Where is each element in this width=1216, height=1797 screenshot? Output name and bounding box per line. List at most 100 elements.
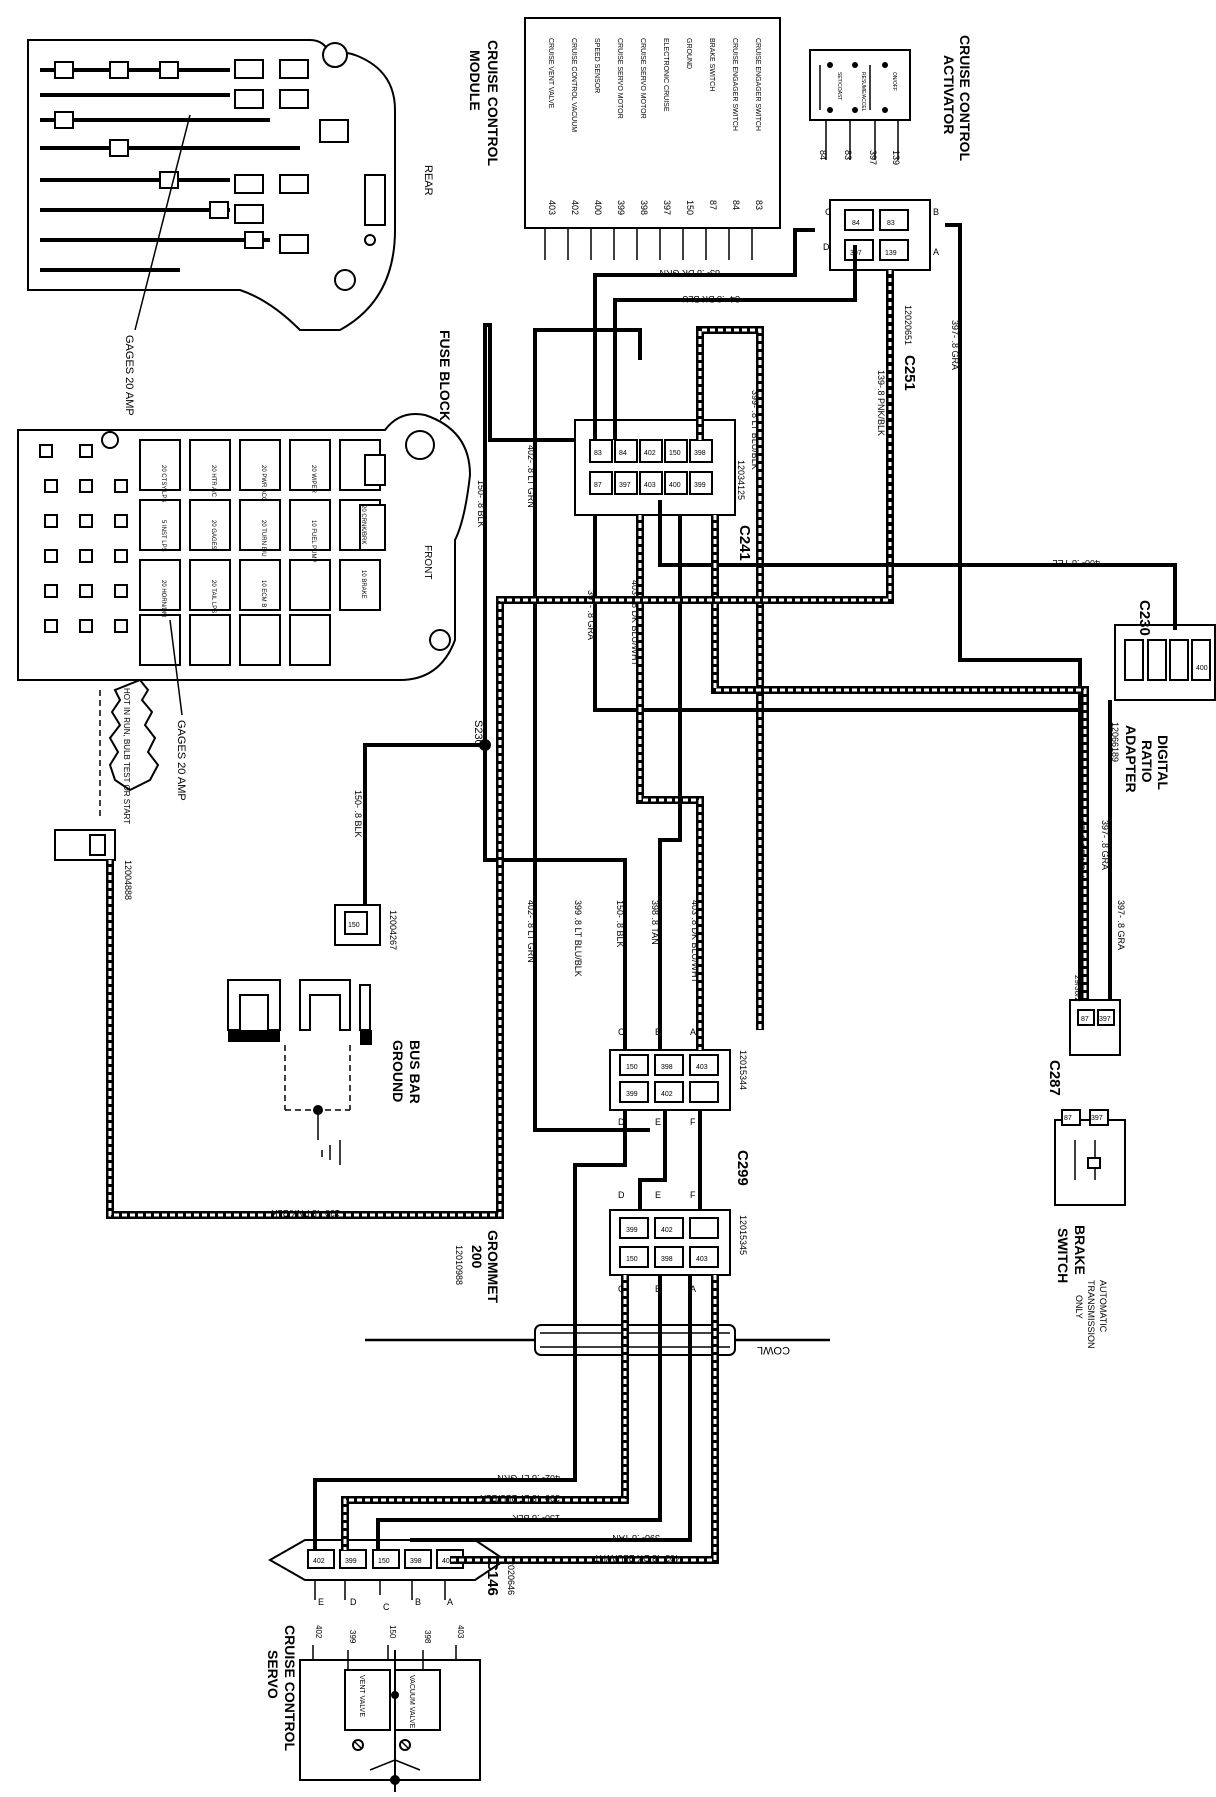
c241-cavity: 400 [669, 482, 681, 489]
wire-label: 397- .8 GRA [1116, 900, 1126, 950]
fuse-label: 10 ECM B [260, 580, 266, 607]
c251-cavity: 84 [852, 220, 860, 227]
c299-upper-part: 12015344 [738, 1050, 748, 1090]
wire-label: 402- .8 LT GRN [526, 900, 536, 963]
c251-name: C251 [901, 355, 918, 391]
brake-switch-line1: BRAKE [1072, 1225, 1088, 1275]
c146-cavity: 398 [410, 1558, 422, 1565]
brake-switch: 87 397 BRAKE SWITCH AUTOMATIC TRANSMISSI… [1054, 1109, 1126, 1349]
c146-pin: A [447, 1597, 453, 1607]
c241-cavity: 84 [619, 450, 627, 457]
fuse-label: 20 TURN B/U [260, 520, 266, 557]
wire-label: 402- .8 LT GRN [526, 445, 536, 508]
rear-fuse-rows [40, 42, 386, 291]
ground-connector: 150 12004267 [334, 904, 398, 950]
c299-pin: E [655, 1117, 661, 1127]
module-pin-function: ELECTRONIC CRUISE [662, 38, 669, 112]
wire-label: 139- .8 PNK/BLK [271, 1208, 340, 1218]
wire-label: 403- .8 DK BLU/WHT [630, 580, 640, 667]
wire-label: 399 .8 LT BLU/BLK [573, 900, 583, 977]
module-pin-circuit: 84 [731, 200, 741, 210]
activator-switch-label: SET/COAST [836, 72, 842, 100]
c146-pin: E [318, 1597, 324, 1607]
c299-pin: C [618, 1027, 625, 1037]
fuse-label: 20 GAGES [210, 520, 216, 550]
c251-pin: C [825, 207, 832, 217]
cowl-label: COWL [757, 1344, 790, 1356]
c299-cavity: 403 [696, 1064, 708, 1071]
servo-title-line1: CRUISE CONTROL [282, 1625, 298, 1751]
fuse-label: 5 INST LPS [160, 520, 166, 552]
c146-cavity: 402 [313, 1558, 325, 1565]
wire-label: 402- .8 LT GRN [497, 1473, 560, 1483]
c299-cavity: 402 [661, 1091, 673, 1098]
wire-label: 150- .8 BLK [615, 900, 625, 948]
grommet-part: 12010988 [454, 1245, 464, 1285]
fuse-label: 10 BRAKE [360, 570, 366, 599]
fuse-label: 20 CRNK/BRK [360, 505, 366, 544]
c299-cavity: 150 [626, 1064, 638, 1071]
splice-s230 [479, 739, 491, 751]
c241-name: C241 [736, 525, 753, 561]
connector-left-part: 12004888 [123, 860, 133, 900]
fuse-label: 20 WIPER [310, 465, 316, 494]
c230-name: C230 [1136, 600, 1153, 636]
activator-pin: 139 [891, 150, 901, 165]
wire-label: 398 .8 TAN [650, 900, 660, 945]
c241-cavity: 83 [594, 450, 602, 457]
brake-switch-cavity: 397 [1091, 1115, 1103, 1122]
c241-cavity: 87 [594, 482, 602, 489]
bus-bar-line2: GROUND [390, 1040, 406, 1102]
c299-cavity: 399 [626, 1091, 638, 1098]
c241-cavity: 399 [694, 482, 706, 489]
splice-s230-label: S230 [472, 720, 484, 746]
grommet-line1: GROMMET [485, 1230, 501, 1304]
fuse-block-title: FUSE BLOCK [437, 330, 453, 421]
activator-switches: SET/COAST RESUME/ACCEL ON/OFF [819, 62, 897, 113]
c146-pin: C [383, 1602, 390, 1612]
brake-switch-cavity: 87 [1064, 1115, 1072, 1122]
fuse-label: 20 TAIL LPS [210, 580, 216, 613]
c241-cavity: 402 [644, 450, 656, 457]
module-pin-function: CRUISE CONTROL VACUUM [570, 38, 577, 132]
c299-lower-cavity: 150 [626, 1256, 638, 1263]
c251-pin: B [933, 207, 939, 217]
wire-label: 399- .8 LT BLU/BLK [750, 390, 760, 470]
fuse-block-rear: REAR GAGES 20 AMP [27, 39, 434, 416]
c146-pin: B [415, 1597, 421, 1607]
module-pin-circuit: 403 [547, 200, 557, 215]
bus-bar-line1: BUS BAR [407, 1040, 423, 1104]
module-pin-circuit: 400 [593, 200, 603, 215]
fuse-label: 20 HTR A/C [210, 465, 216, 498]
digital-ratio-part: 12066189 [1110, 722, 1120, 762]
c287-cavity: 87 [1081, 1016, 1089, 1023]
c241-cavity: 150 [669, 450, 681, 457]
c299-name: C299 [734, 1150, 751, 1186]
c146-cavity: 403 [442, 1558, 454, 1565]
servo-circuit: 399 [348, 1630, 357, 1644]
c299-lower-pin: E [655, 1190, 661, 1200]
connector-c146: 402 399 150 398 403 E D C B A C146 12020… [267, 1539, 516, 1612]
wire-label: 150- .8 BLK [353, 790, 363, 838]
c299-lower-part: 12015345 [738, 1215, 748, 1255]
c299-lower-cavity: 403 [696, 1256, 708, 1263]
cruise-control-servo: VENT VALVE VACUUM VALVE CRUISE CONTROL S… [265, 1625, 481, 1792]
servo-circuit: 402 [314, 1625, 323, 1639]
c299-lower-pin: F [690, 1190, 696, 1200]
module-pin-function: CRUISE ENGAGER SWITCH [731, 38, 738, 131]
module-pin-circuit: 398 [639, 200, 649, 215]
hot-note: HOT IN RUN, BULB TEST OR START [122, 688, 131, 824]
wire-label: 83- .8 DK GRN [659, 268, 720, 278]
wire-label: 397- .8 GRA [1100, 820, 1110, 870]
module-pin-circuit: 87 [708, 200, 718, 210]
c299-lower-cavity: 402 [661, 1227, 673, 1234]
c251-cavity: 83 [887, 220, 895, 227]
module-pin-function: GROUND [685, 38, 692, 69]
activator-switch-label: ON/OFF [891, 72, 897, 91]
connector-left: 12004888 [54, 829, 133, 900]
grommet-line2: 200 [469, 1245, 485, 1269]
c299-lower-cavity: 398 [661, 1256, 673, 1263]
module-pin-circuit: 150 [685, 200, 695, 215]
